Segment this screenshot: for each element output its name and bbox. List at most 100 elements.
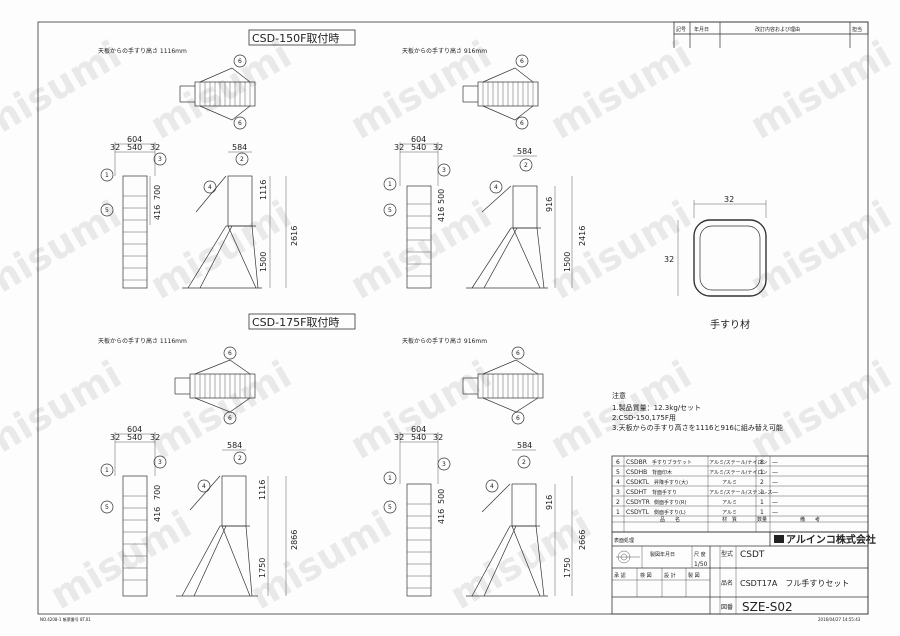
company-logo: [774, 535, 784, 543]
watermark: misumi: [0, 192, 129, 308]
design-label: 設 計: [664, 572, 676, 579]
balloon: 3: [442, 461, 446, 468]
side-elevation: 584 916 1500 2416 2 4: [466, 147, 587, 289]
balloon: 2: [238, 455, 242, 462]
parts-row: 1 CSDYTL 側面手すり(L) アルミ 1 —: [616, 509, 778, 516]
balloon: 6: [516, 415, 520, 422]
dim-h1: 700: [153, 185, 162, 200]
side-elevation: 584 1116 1500 2616 2 4: [182, 143, 299, 289]
watermark: misumi: [543, 32, 699, 148]
dim-top: 584: [232, 143, 247, 152]
footer-timestamp: 2016/04/27 14:55:43: [818, 617, 861, 622]
balloon: 6: [238, 58, 242, 65]
svg-text:CSDKTL: CSDKTL: [626, 479, 650, 486]
svg-text:—: —: [772, 459, 778, 466]
notes-title: 注意: [612, 391, 626, 400]
view-csd175: CSD-175F取付時 天板からの手すり高さ 1116mm 6 6 604 32: [98, 313, 587, 597]
height-note: 天板からの手すり高さ 1116mm: [98, 337, 187, 345]
dim-h2: 416: [153, 507, 162, 522]
subview-916: 天板からの手すり高さ 916mm 6 6 604 32 540 32: [383, 337, 587, 597]
svg-text:背面印木: 背面印木: [652, 469, 672, 476]
note-line: 1.製品質量：12.3kg/セット: [612, 403, 701, 412]
dim-total: 2616: [290, 226, 299, 246]
svg-text:6: 6: [616, 459, 620, 466]
dim-up: 916: [545, 495, 554, 510]
dim-a: 32: [110, 143, 120, 152]
dim-h2: 416: [437, 509, 446, 524]
watermark: misumi: [543, 192, 699, 308]
dim-b: 540: [127, 433, 142, 442]
dim-c: 32: [150, 433, 160, 442]
svg-text:1: 1: [760, 489, 764, 496]
footer-form-number: NO.4208-1 帳票番号 8T.01: [40, 616, 91, 622]
parts-row: 3 CSDHT 背面手すり アルミ/ステール/ステンレス 1 —: [616, 489, 778, 496]
watermark: misumi: [0, 352, 129, 468]
svg-text:CSDBR: CSDBR: [626, 459, 647, 466]
balloon: 3: [158, 459, 162, 466]
svg-text:2: 2: [760, 479, 764, 486]
svg-text:2: 2: [616, 499, 620, 506]
rev-col-mark: 記号: [676, 26, 686, 33]
svg-text:アルミ/ステール/ナイロン: アルミ/ステール/ナイロン: [709, 460, 767, 466]
scale-label: 尺 度: [694, 551, 706, 558]
svg-text:アルミ/ステール/ナイロン: アルミ/ステール/ナイロン: [709, 470, 767, 476]
subview-1116: 天板からの手すり高さ 1116mm 6 6 604 32 540: [98, 47, 299, 289]
dim-up: 1116: [259, 180, 268, 200]
dim-top: 584: [517, 441, 532, 450]
parts-header-mat: 材 質: [722, 516, 737, 523]
svg-text:—: —: [772, 469, 778, 476]
watermark-layer: misumi misumi misumi misumi misumi misum…: [0, 32, 899, 618]
balloon: 2: [522, 459, 526, 466]
svg-text:CSDYTL: CSDYTL: [626, 509, 650, 516]
section-caption: 手すり材: [710, 318, 750, 331]
parts-header-rem: 備 考: [800, 516, 820, 523]
parts-list: 6 CSDBR 手すりブラケット アルミ/ステール/ナイロン 8 — 5 CSD…: [611, 455, 876, 547]
balloon: 1: [105, 467, 109, 474]
parts-header-name: 品 名: [660, 516, 680, 523]
dim-c: 32: [433, 143, 443, 152]
view-title-box: [248, 313, 356, 330]
revision-table: 記号 年月日 改訂内容および理由 担当: [673, 21, 869, 48]
svg-text:—: —: [772, 489, 778, 496]
dim-h1: 700: [153, 485, 162, 500]
made-date-label: 製図年月日: [650, 551, 675, 558]
svg-text:8: 8: [760, 459, 764, 466]
balloon: 2: [524, 162, 528, 169]
view-title: CSD-175F取付時: [252, 316, 339, 329]
check-label: 検 図: [640, 572, 652, 579]
dim-base: 1500: [259, 252, 268, 272]
dim-a: 32: [110, 433, 120, 442]
watermark: misumi: [343, 352, 499, 468]
balloon: 6: [228, 415, 232, 422]
svg-text:アルミ: アルミ: [722, 510, 737, 516]
drawing-frame: [37, 21, 869, 615]
title-block: 表面処理 製図年月日 尺 度 1/50 型式 CSDT 承 認 検 図 設 計 …: [611, 531, 869, 615]
balloon: 2: [240, 156, 244, 163]
balloon: 1: [388, 475, 392, 482]
dim-total: 2666: [578, 530, 587, 550]
plan-view: 6 6: [179, 54, 256, 130]
approve-label: 承 認: [614, 572, 626, 579]
rev-col-date: 年月日: [694, 26, 709, 33]
notes-block: 注意 1.製品質量：12.3kg/セット 2.CSD-150,175F用 3.天…: [612, 391, 783, 432]
balloon: 6: [228, 350, 232, 357]
rev-col-person: 担当: [852, 26, 862, 33]
dim-h2: 416: [153, 205, 162, 220]
note-line: 2.CSD-150,175F用: [612, 414, 676, 422]
svg-text:アルミ/ステール/ステンレス: アルミ/ステール/ステンレス: [709, 490, 772, 496]
dim-c: 32: [433, 433, 443, 442]
surface-label: 表面処理: [614, 537, 634, 544]
svg-text:4: 4: [616, 479, 620, 486]
balloon: 6: [520, 58, 524, 65]
scale-value: 1/50: [694, 561, 708, 568]
height-note: 天板からの手すり高さ 916mm: [402, 47, 487, 55]
subview-1116: 天板からの手すり高さ 1116mm 6 6 604 32 540 32: [98, 337, 299, 597]
balloon: 4: [494, 184, 498, 191]
dim-up: 916: [545, 197, 554, 212]
front-elevation: 604 32 540 32 700 416 1 3 5: [100, 425, 167, 597]
svg-text:側面手すり(R): 側面手すり(R): [654, 499, 686, 506]
note-line: 3.天板からの手すり高さを1116と916に組み替え可能: [612, 423, 783, 432]
parts-row: 2 CSDYTR 側面手すり(R) アルミ 1 —: [616, 499, 778, 506]
section-width: 32: [724, 195, 734, 204]
